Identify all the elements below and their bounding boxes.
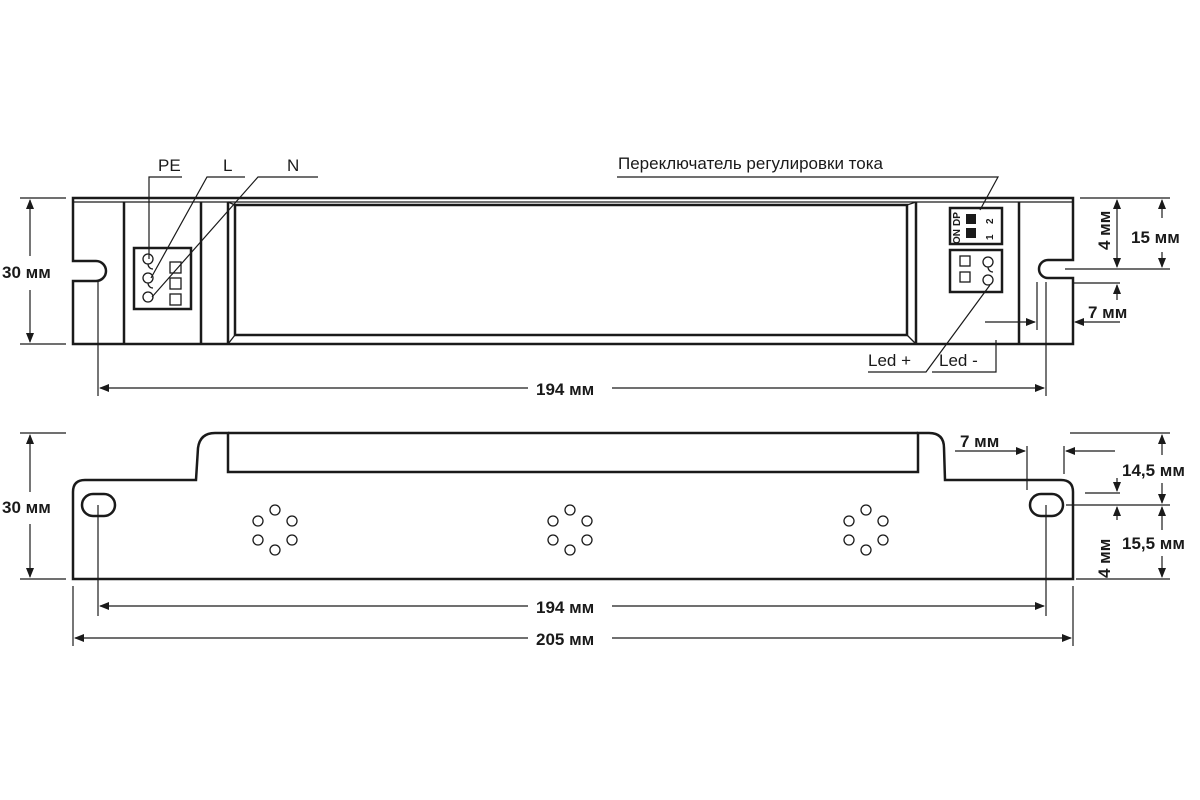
dim-bottom-span-text: 194 мм bbox=[536, 598, 594, 617]
dim-bottom-height: 30 мм bbox=[2, 432, 66, 580]
vent-hole bbox=[581, 534, 593, 546]
dim-top-right: 4 мм 15 мм bbox=[1065, 197, 1180, 300]
terminal-callouts: PE L N bbox=[148, 156, 318, 298]
vent-hole bbox=[269, 544, 281, 556]
vent-hole bbox=[877, 515, 889, 527]
vent-hole bbox=[547, 534, 559, 546]
vent-hole-group bbox=[252, 504, 298, 556]
dim-bottom-hole-bottom-text: 15,5 мм bbox=[1122, 534, 1185, 553]
label-pe: PE bbox=[158, 156, 181, 175]
top-housing-outline bbox=[71, 196, 1075, 346]
dim-bottom-span: 194 мм bbox=[97, 505, 1047, 617]
vent-hole bbox=[581, 515, 593, 527]
dim-bottom-hole-v-text: 4 мм bbox=[1095, 539, 1114, 578]
vent-hole bbox=[860, 504, 872, 516]
dim-top-7mm: 7 мм bbox=[985, 282, 1127, 344]
bottom-housing-outline bbox=[71, 431, 1075, 581]
vent-hole bbox=[252, 534, 264, 546]
switch-callout-line bbox=[617, 176, 1000, 211]
vent-hole bbox=[252, 515, 264, 527]
vent-hole-group bbox=[843, 504, 889, 556]
vent-hole bbox=[564, 544, 576, 556]
vent-hole bbox=[877, 534, 889, 546]
label-window bbox=[233, 203, 909, 337]
vent-hole-groups bbox=[252, 504, 889, 556]
vent-hole bbox=[547, 515, 559, 527]
dip-text-2: 2 bbox=[985, 218, 996, 224]
vent-hole bbox=[843, 534, 855, 546]
dim-top-slot-v-text: 4 мм bbox=[1095, 211, 1114, 250]
vent-hole bbox=[286, 534, 298, 546]
vent-hole bbox=[286, 515, 298, 527]
label-n: N bbox=[287, 156, 299, 175]
top-view: ON DP 1 2 PE L N Переключатель регулиров… bbox=[2, 154, 1180, 399]
dim-bottom-hole-top-text: 14,5 мм bbox=[1122, 461, 1185, 480]
label-led-plus: Led + bbox=[868, 351, 911, 370]
dip-text-on: ON bbox=[952, 229, 963, 244]
dim-bottom-height-text: 30 мм bbox=[2, 498, 51, 517]
dim-top-slot-top-text: 15 мм bbox=[1131, 228, 1180, 247]
label-led-minus: Led - bbox=[939, 351, 978, 370]
output-terminal-block: ON DP 1 2 bbox=[914, 202, 1021, 344]
dim-bottom-7mm: 7 мм bbox=[955, 432, 1115, 490]
input-terminal-block bbox=[122, 202, 230, 344]
vent-hole-group bbox=[547, 504, 593, 556]
switch-label: Переключатель регулировки тока bbox=[618, 154, 884, 173]
vent-hole bbox=[843, 515, 855, 527]
bottom-view: 30 мм 7 мм 14,5 мм 15,5 мм 4 мм bbox=[2, 431, 1185, 649]
vent-hole bbox=[564, 504, 576, 516]
dip-text-1: 1 bbox=[985, 234, 996, 240]
dim-overall-length-text: 205 мм bbox=[536, 630, 594, 649]
dim-bottom-right: 14,5 мм 15,5 мм 4 мм bbox=[1066, 432, 1185, 580]
dim-top-span-text: 194 мм bbox=[536, 380, 594, 399]
dim-bottom-7mm-text: 7 мм bbox=[960, 432, 999, 451]
vent-hole bbox=[269, 504, 281, 516]
label-l: L bbox=[223, 156, 232, 175]
dim-overall-length: 205 мм bbox=[72, 586, 1074, 649]
dim-top-span: 194 мм bbox=[97, 282, 1047, 399]
dip-switch bbox=[948, 206, 1004, 246]
dim-top-7mm-text: 7 мм bbox=[1088, 303, 1127, 322]
led-plus-callout bbox=[868, 284, 991, 373]
vent-hole bbox=[860, 544, 872, 556]
input-terminal-screws bbox=[142, 253, 182, 306]
dim-top-height-text: 30 мм bbox=[2, 263, 51, 282]
dip-text-dp: DP bbox=[952, 212, 963, 226]
led-minus-callout bbox=[932, 340, 997, 373]
dim-top-height: 30 мм bbox=[2, 197, 66, 345]
